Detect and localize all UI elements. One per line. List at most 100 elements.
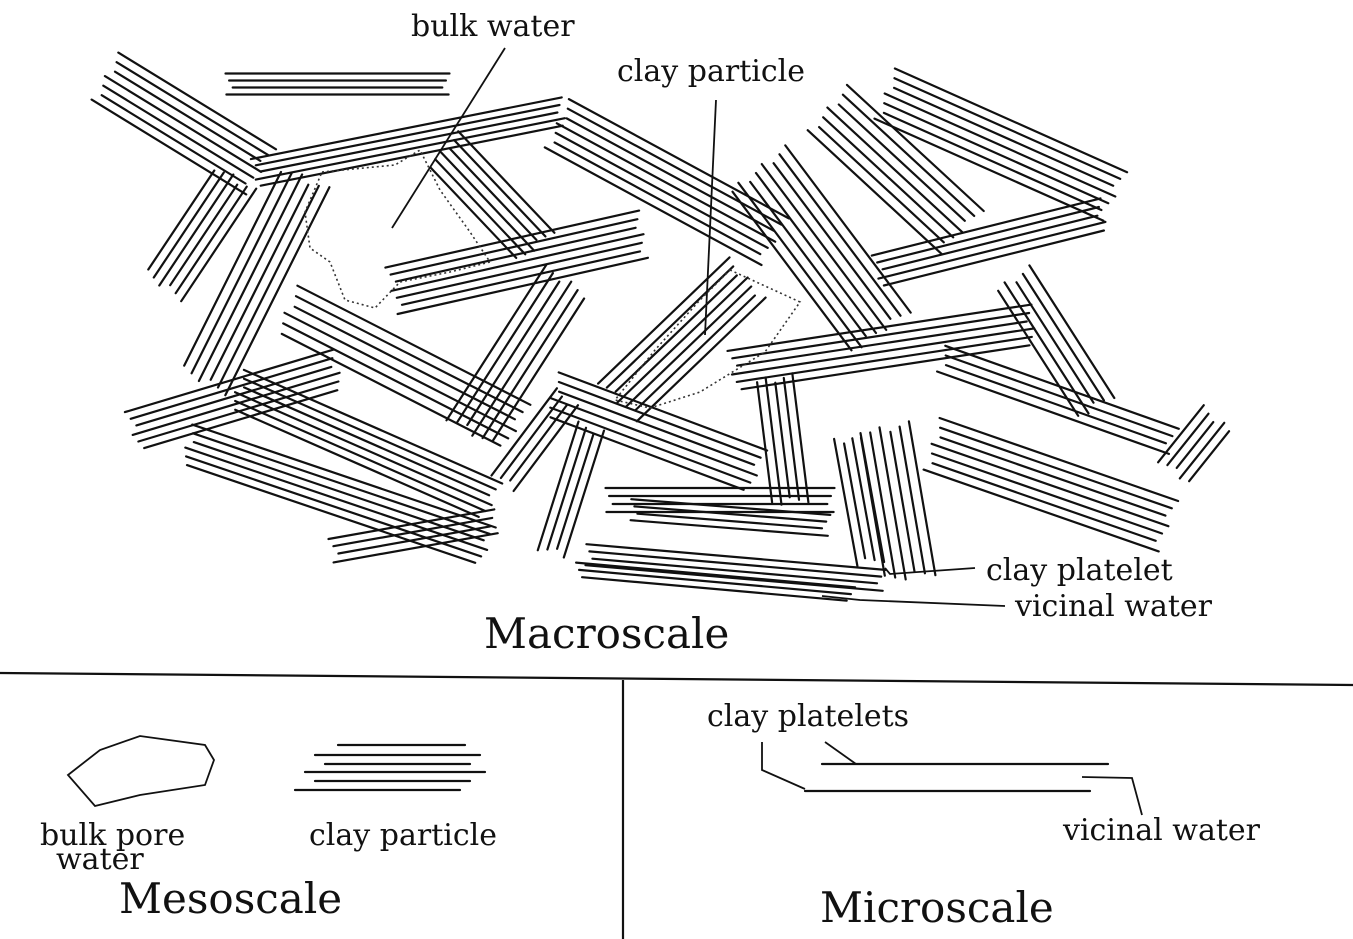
clay-platelet-line <box>557 123 775 241</box>
clay-platelet-line <box>890 432 914 572</box>
clay-platelet-line <box>398 258 648 314</box>
clay-particle <box>998 265 1114 415</box>
clay-platelet-line <box>895 78 1121 179</box>
micro-vicinal-water-label: vicinal water <box>1062 813 1261 848</box>
clay-platelet-line <box>844 444 865 559</box>
clay-particle <box>834 433 884 566</box>
clay-platelet-line <box>586 544 885 570</box>
clay-platelet-line <box>154 173 224 278</box>
clay-particle <box>924 418 1179 551</box>
clay-platelet-line <box>607 266 733 387</box>
clay-platelet-line <box>598 257 729 383</box>
clay-platelet-line <box>199 175 302 382</box>
vicinal-water-label: vicinal water <box>1014 589 1213 624</box>
clay-platelet-line <box>878 222 1105 279</box>
clay-platelet-pointer <box>885 568 975 574</box>
clay-particle <box>937 346 1179 454</box>
clay-platelet-line <box>391 219 638 274</box>
clay-platelet-line <box>1167 414 1208 465</box>
clay-platelet-line <box>392 234 644 291</box>
clay-platelet-line <box>118 53 276 150</box>
vicinal-water-pointer <box>822 596 1005 606</box>
clay-platelet-line <box>579 570 851 594</box>
clay-platelet-line <box>1023 274 1104 401</box>
clay-platelet-line <box>218 186 319 388</box>
microscale-clay-platelets <box>805 764 1108 791</box>
clay-platelet-line <box>884 231 1104 286</box>
clay-platelet-line <box>547 428 586 550</box>
clay-platelet-line <box>192 173 292 373</box>
clay-platelet-line <box>738 183 861 347</box>
clay-platelet-line <box>285 313 516 431</box>
clay-platelet-line <box>774 163 891 319</box>
clay-platelet-line <box>766 378 782 505</box>
clay-platelet-line <box>555 143 761 255</box>
clay-platelet-line <box>1180 423 1225 479</box>
clay-platelet-line <box>756 173 876 333</box>
clay-platelet-line <box>900 427 925 574</box>
clay-platelet-line <box>885 94 1116 197</box>
clay-platelet-line <box>131 358 333 419</box>
clay-platelet-line <box>750 182 866 336</box>
clay-platelet-line <box>635 296 755 411</box>
clay-platelet-line <box>338 526 490 553</box>
clay-platelet-line <box>431 168 516 258</box>
clay-platelet-line <box>493 299 584 441</box>
clay-particle <box>872 198 1106 285</box>
bulk-water-label: bulk water <box>411 9 575 44</box>
clay-platelet-line <box>616 275 737 391</box>
clay-platelet-line <box>235 410 479 517</box>
macroscale-clay-particles <box>92 53 1230 601</box>
microscale-title: Microscale <box>820 883 1054 932</box>
clay-platelet-line <box>557 434 593 549</box>
clay-platelet-line <box>439 151 534 251</box>
clay-platelet-line <box>877 207 1099 263</box>
horizontal-divider <box>0 673 1353 685</box>
bulk-pore-water-label: water <box>56 842 144 877</box>
clay-particle <box>431 131 554 258</box>
clay-platelet-line <box>637 514 822 529</box>
bulk-pore-water-shape <box>68 736 214 806</box>
clay-platelet-line <box>1189 431 1229 481</box>
clay-platelet-line <box>396 228 636 282</box>
clay-particle <box>226 74 450 95</box>
clay-platelet-line <box>576 563 855 588</box>
clay-particle <box>550 372 767 489</box>
clay-platelet-line <box>592 559 877 584</box>
clay-platelet-line <box>784 378 799 500</box>
clay-platelet-line <box>1029 265 1114 398</box>
clay-particle <box>251 97 565 185</box>
mesoscale-title: Mesoscale <box>119 874 342 923</box>
clay-platelet-line <box>780 154 901 315</box>
clay-platelet-line <box>762 164 886 330</box>
clay-platelet-line <box>458 131 554 233</box>
clay-particle <box>1158 405 1229 481</box>
clay-platelet-line <box>589 551 881 576</box>
clay-platelet-line <box>457 273 553 423</box>
micro-vicinal-water-pointer <box>1082 777 1142 815</box>
clay-particle <box>757 373 808 504</box>
clay-particle <box>733 145 911 350</box>
clay-platelets-label: clay platelets <box>707 699 909 734</box>
clay-platelet-line <box>827 108 962 233</box>
clay-platelet-label: clay platelet <box>986 553 1173 588</box>
clay-platelet-line <box>733 192 852 351</box>
lower-platelet-pointer <box>762 742 805 789</box>
clay-platelet-line <box>176 187 247 294</box>
clay-platelet-line <box>884 103 1108 203</box>
clay-platelet-line <box>261 113 558 172</box>
clay-platelet-line <box>170 185 237 286</box>
clay-particle <box>184 172 329 395</box>
clay-platelet-line <box>92 100 247 195</box>
clay-particle <box>728 305 1035 390</box>
clay-platelet-line <box>933 463 1156 541</box>
clay-platelet-line <box>510 405 567 481</box>
clay-platelet-line <box>334 533 498 562</box>
clay-platelet-line <box>402 251 640 304</box>
clay-platelet-line <box>105 76 261 172</box>
clay-platelet-line <box>454 140 545 236</box>
clay-particle <box>538 422 604 558</box>
clay-platelet-line <box>283 323 508 438</box>
meso-clay-particle-label: clay particle <box>309 818 497 853</box>
